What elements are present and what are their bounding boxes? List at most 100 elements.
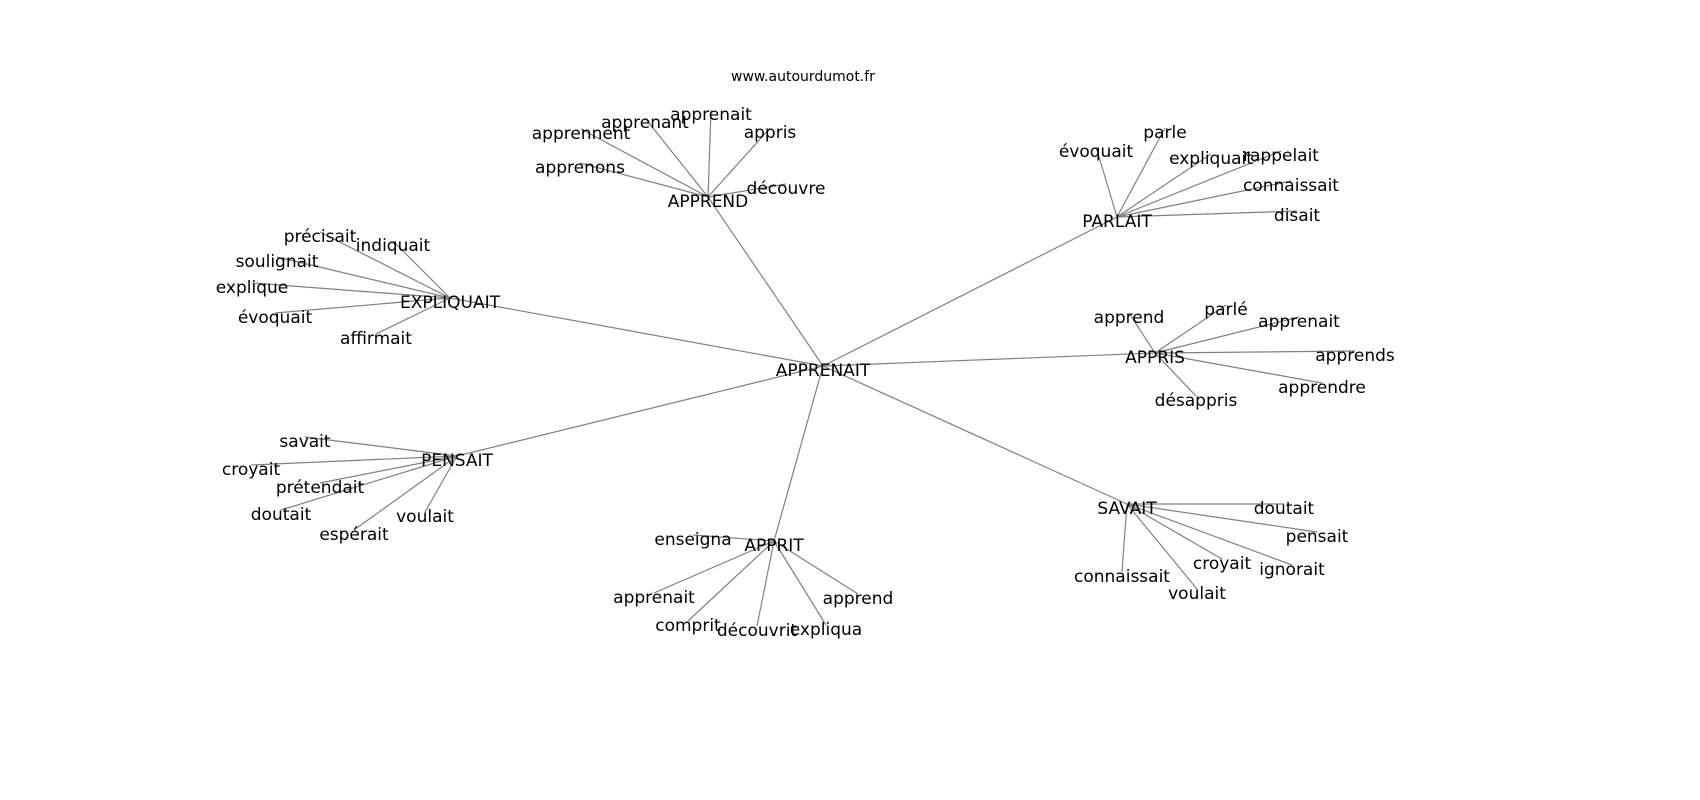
leaf-node[interactable]: ignorait: [1259, 560, 1325, 580]
leaf-node[interactable]: apprenait: [613, 588, 695, 608]
edge-hub-leaf: [1095, 146, 1118, 218]
edge-hub-leaf: [251, 282, 451, 299]
hub-node[interactable]: SAVAIT: [1097, 499, 1157, 519]
leaf-node[interactable]: apprennent: [532, 124, 631, 144]
leaf-node[interactable]: désappris: [1155, 391, 1238, 411]
leaf-node[interactable]: parle: [1143, 123, 1186, 143]
leaf-node[interactable]: comprit: [655, 616, 721, 636]
leaf-node[interactable]: connaissait: [1074, 567, 1170, 587]
hub-node[interactable]: APPRIT: [744, 536, 804, 556]
leaf-node[interactable]: espérait: [319, 525, 389, 545]
leaf-node[interactable]: pensait: [1286, 527, 1349, 547]
leaf-node[interactable]: apprenant: [601, 113, 689, 133]
edge-center-hub: [456, 365, 824, 457]
edge-hub-leaf: [319, 455, 458, 484]
leaf-node[interactable]: doutait: [1254, 499, 1315, 519]
edge-center-hub: [822, 365, 1128, 505]
leaf-node[interactable]: croyait: [222, 460, 281, 480]
edge-hub-leaf: [280, 455, 458, 511]
edges: [250, 109, 1356, 627]
nodes: APPRENAITAPPRENDapprennentapprenantappre…: [216, 105, 1395, 641]
site-title: www.autourdumot.fr: [731, 69, 875, 85]
edge-hub-leaf: [274, 297, 451, 314]
leaf-node[interactable]: prétendait: [276, 478, 365, 498]
edge-hub-leaf: [1154, 352, 1197, 397]
leaf-node[interactable]: savait: [279, 432, 330, 452]
leaf-node[interactable]: explique: [216, 278, 288, 298]
edge-hub-leaf: [707, 109, 712, 198]
edge-hub-leaf: [707, 127, 771, 198]
leaf-node[interactable]: apprend: [1094, 308, 1165, 328]
edge-hub-leaf: [375, 297, 451, 335]
leaf-node[interactable]: évoquait: [1059, 142, 1134, 162]
edge-hub-leaf: [756, 540, 775, 627]
hub-node[interactable]: PENSAIT: [421, 451, 493, 471]
leaf-node[interactable]: apprenait: [670, 105, 752, 125]
edge-hub-leaf: [1126, 503, 1198, 590]
leaf-node[interactable]: expliquait: [1169, 149, 1253, 169]
edge-hub-leaf: [1116, 180, 1292, 218]
leaf-node[interactable]: précisait: [284, 227, 357, 247]
edge-hub-leaf: [773, 540, 827, 626]
leaf-node[interactable]: découvrit: [717, 621, 798, 641]
edge-hub-leaf: [424, 455, 458, 513]
leaf-node[interactable]: parlé: [1204, 300, 1247, 320]
leaf-node[interactable]: connaissait: [1243, 176, 1339, 196]
edge-hub-leaf: [773, 540, 859, 595]
edge-hub-leaf: [353, 455, 458, 531]
edge-hub-leaf: [1128, 312, 1156, 354]
leaf-node[interactable]: apprendre: [1278, 378, 1366, 398]
edge-hub-leaf: [1126, 503, 1293, 566]
edge-hub-leaf: [304, 436, 458, 457]
leaf-node[interactable]: apprenons: [535, 158, 625, 178]
edge-hub-leaf: [392, 240, 451, 299]
edge-hub-leaf: [1154, 304, 1227, 354]
edge-hub-leaf: [1154, 350, 1356, 354]
leaf-node[interactable]: apprenait: [1258, 312, 1340, 332]
edge-hub-leaf: [1126, 503, 1318, 533]
edge-center-hub: [822, 216, 1118, 367]
edge-hub-leaf: [250, 455, 458, 466]
edge-center-hub: [773, 365, 824, 542]
leaf-node[interactable]: voulait: [1168, 584, 1226, 604]
leaf-node[interactable]: évoquait: [238, 308, 313, 328]
edge-hub-leaf: [1126, 503, 1223, 560]
leaf-node[interactable]: disait: [1274, 206, 1321, 226]
edge-hub-leaf: [1116, 127, 1166, 218]
edge-hub-leaf: [319, 231, 451, 299]
edge-hub-leaf: [1154, 316, 1300, 354]
edge-hub-leaf: [653, 540, 775, 594]
edge-hub-leaf: [687, 540, 775, 622]
edge-hub-leaf: [1121, 503, 1128, 573]
leaf-node[interactable]: rappelait: [1243, 146, 1319, 166]
edge-center-hub: [822, 352, 1156, 367]
edge-center-hub: [449, 297, 824, 367]
leaf-node[interactable]: expliqua: [790, 620, 862, 640]
hub-node[interactable]: EXPLIQUAIT: [400, 293, 501, 313]
edge-hub-leaf: [707, 183, 787, 198]
center-node[interactable]: APPRENAIT: [776, 361, 871, 381]
hub-node[interactable]: APPREND: [668, 192, 749, 212]
leaf-node[interactable]: découvre: [747, 179, 826, 199]
leaf-node[interactable]: croyait: [1193, 554, 1252, 574]
hub-node[interactable]: APPRIS: [1125, 348, 1185, 368]
edge-hub-leaf: [579, 162, 709, 198]
leaf-node[interactable]: apprend: [823, 589, 894, 609]
edge-hub-leaf: [1116, 153, 1212, 218]
leaf-node[interactable]: appris: [744, 123, 797, 143]
leaf-node[interactable]: indiquait: [356, 236, 431, 256]
leaf-node[interactable]: enseigna: [654, 530, 731, 550]
edge-hub-leaf: [692, 534, 775, 542]
hub-node[interactable]: PARLAIT: [1082, 212, 1152, 232]
edge-center-hub: [707, 196, 824, 367]
edge-hub-leaf: [1116, 150, 1282, 218]
leaf-node[interactable]: soulignait: [236, 252, 319, 272]
leaf-node[interactable]: affirmait: [340, 329, 412, 349]
leaf-node[interactable]: voulait: [396, 507, 454, 527]
edge-hub-leaf: [1154, 352, 1323, 384]
leaf-node[interactable]: apprends: [1315, 346, 1395, 366]
leaf-node[interactable]: doutait: [251, 505, 312, 525]
edge-hub-leaf: [1116, 210, 1298, 218]
